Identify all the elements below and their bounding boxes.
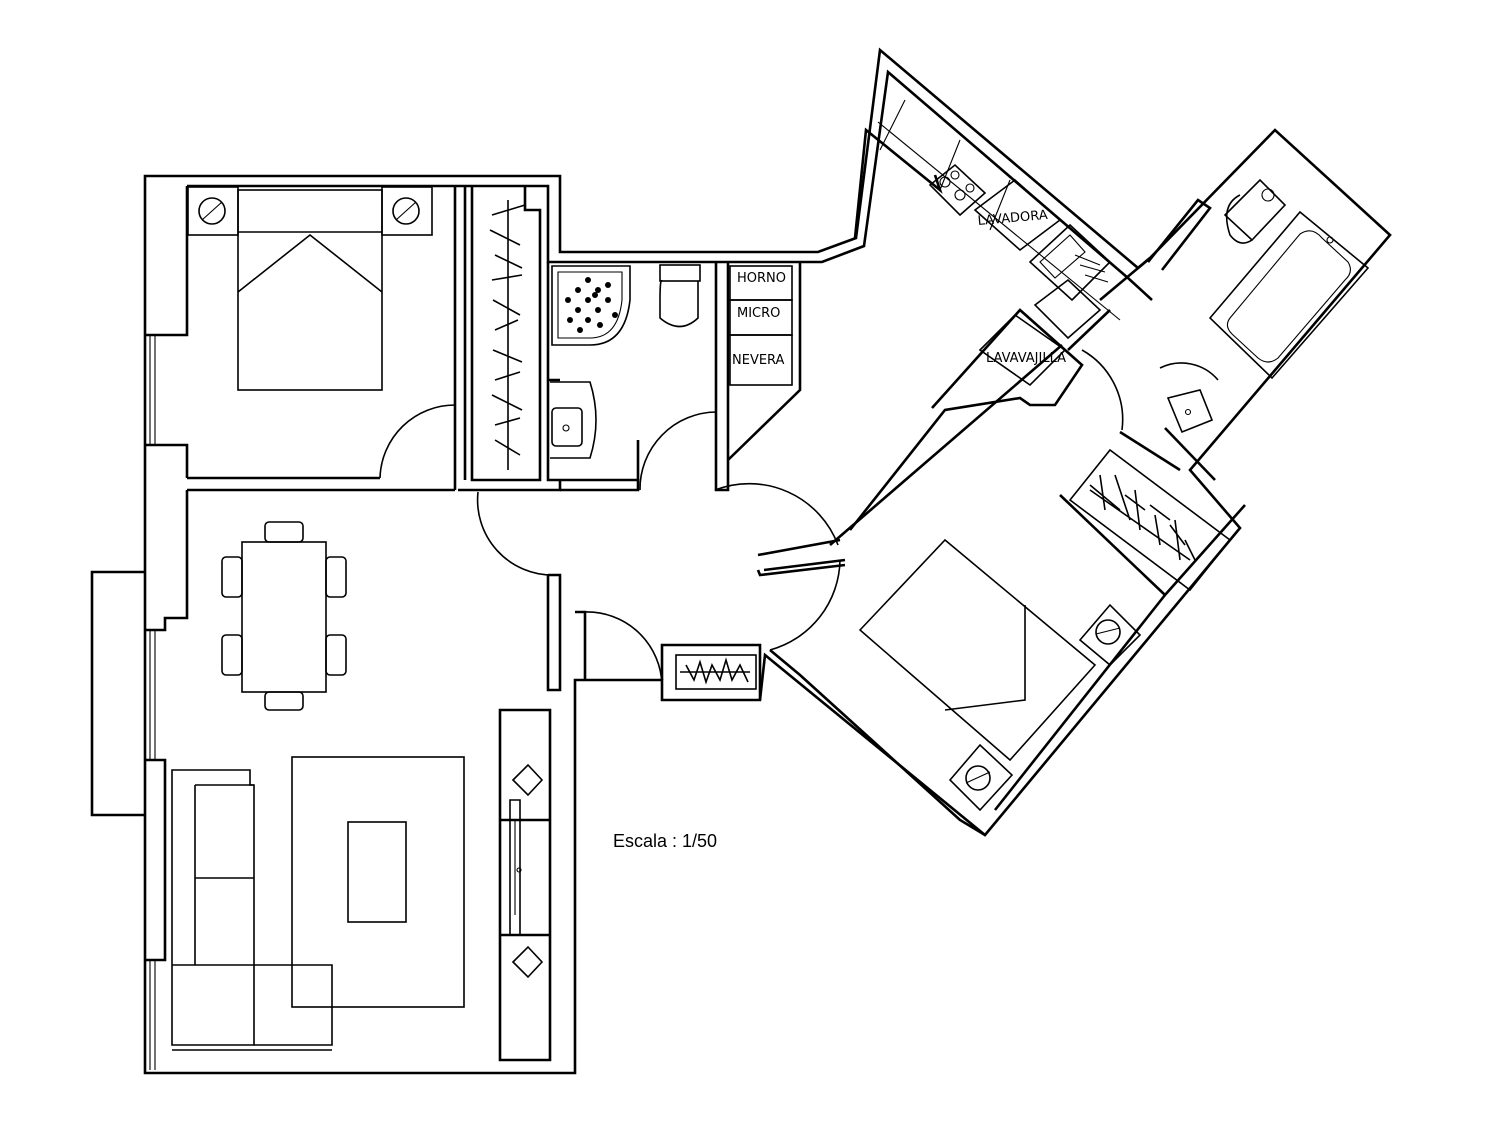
bedroom-2 [858,448,1232,812]
sofa [171,769,255,1046]
double-bed-2 [858,538,1097,762]
fridge-label: NEVERA [732,353,785,368]
hall-closet [675,654,757,690]
bathroom-1 [550,264,701,459]
bedroom-1 [187,186,526,470]
kitchen: HORNO MICRO NEVERA LAVADORA LAVAVAJILLA [729,163,1112,387]
coffee-table [347,821,407,923]
double-bed [237,189,383,391]
microwave-label: MICRO [737,306,780,321]
walls [90,47,1392,1075]
scale-label: Escala : 1/50 [613,831,717,851]
bathtub [1208,210,1370,380]
bathroom-2 [1166,178,1370,434]
doors [379,349,1219,686]
rug [291,756,465,1008]
dining-table [241,541,327,693]
oven-label: HORNO [737,271,786,286]
dishwasher-label: LAVAVAJILLA [986,351,1066,366]
washer-label: LAVADORA [977,208,1048,229]
living-room [171,521,544,1051]
